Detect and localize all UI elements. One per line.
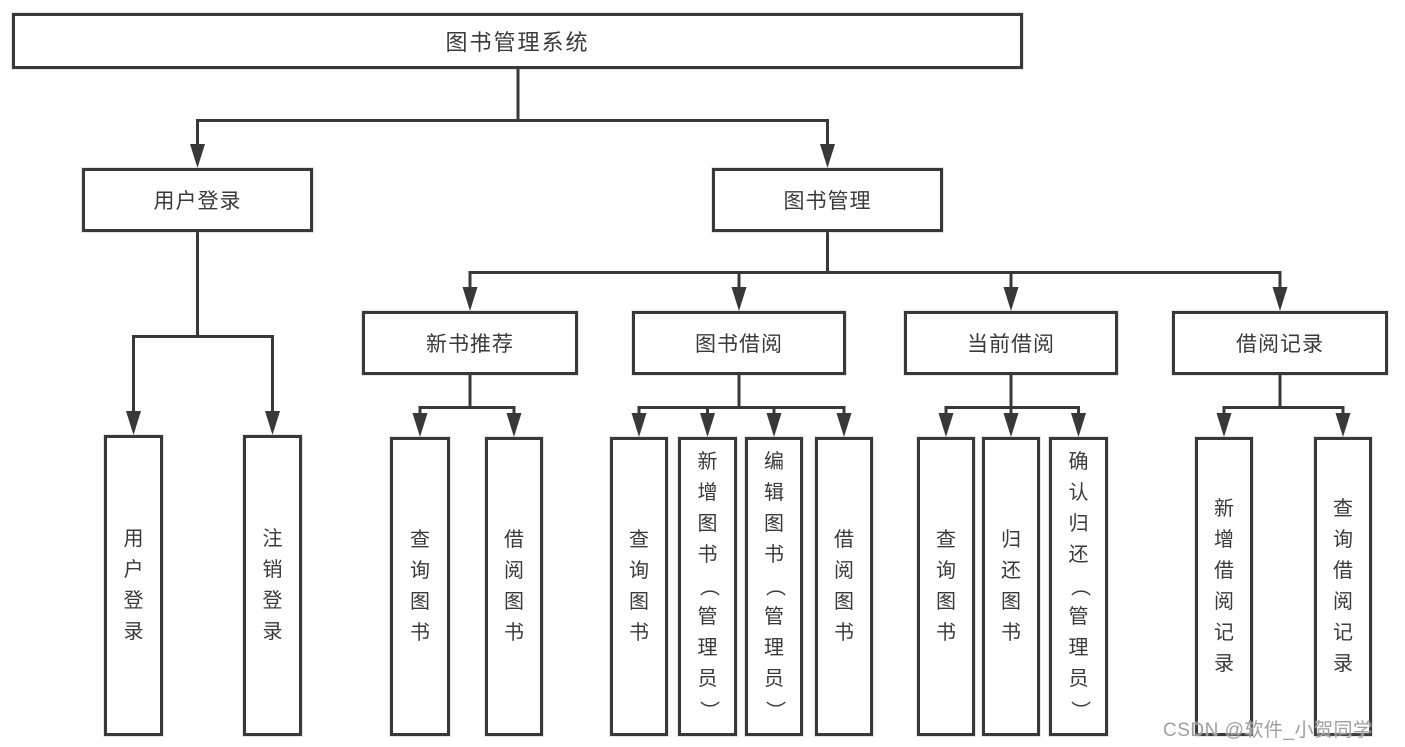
node-label: 查询图书 bbox=[629, 528, 649, 644]
node-label: 图书管理 bbox=[783, 190, 872, 213]
node-user-login: 用户登录 bbox=[82, 168, 313, 232]
node-label: 新增图书（管理员） bbox=[697, 451, 719, 721]
node-library-system: 图书管理系统 bbox=[12, 13, 1023, 69]
node-current-confirm-return-admin: 确认归还（管理员） bbox=[1049, 437, 1108, 736]
node-user-login-leaf: 用户登录 bbox=[104, 435, 163, 736]
arrowheads bbox=[126, 144, 1351, 437]
node-borrow-add-books-admin: 新增图书（管理员） bbox=[678, 437, 737, 736]
node-logout: 注销登录 bbox=[243, 435, 302, 736]
node-label: 注销登录 bbox=[262, 527, 283, 643]
node-current-borrowing: 当前借阅 bbox=[904, 311, 1118, 375]
node-label: 查询借阅记录 bbox=[1333, 497, 1353, 675]
node-label: 图书管理系统 bbox=[445, 30, 590, 55]
node-borrow-borrow-books: 借阅图书 bbox=[815, 437, 873, 736]
node-label: 当前借阅 bbox=[967, 333, 1055, 356]
node-label: 归还图书 bbox=[1001, 528, 1021, 644]
node-rec-borrow-books: 借阅图书 bbox=[485, 437, 543, 736]
node-records-add-record: 新增借阅记录 bbox=[1195, 437, 1253, 736]
watermark: CSDN @软件_小贺同学 bbox=[1163, 720, 1373, 741]
node-label: 用户登录 bbox=[153, 190, 242, 213]
node-label: 图书借阅 bbox=[695, 333, 783, 356]
node-current-query-books: 查询图书 bbox=[917, 437, 975, 736]
node-current-return-books: 归还图书 bbox=[982, 437, 1040, 736]
node-borrow-query-books: 查询图书 bbox=[610, 437, 668, 736]
node-rec-query-books: 查询图书 bbox=[390, 437, 450, 736]
node-book-management: 图书管理 bbox=[712, 168, 943, 232]
node-label: 确认归还（管理员） bbox=[1068, 451, 1090, 721]
node-label: 新书推荐 bbox=[426, 333, 514, 356]
node-label: 查询图书 bbox=[410, 528, 430, 644]
node-records-query-record: 查询借阅记录 bbox=[1314, 437, 1372, 736]
node-label: 借阅记录 bbox=[1236, 333, 1324, 356]
node-label: 用户登录 bbox=[123, 527, 144, 643]
node-label: 借阅图书 bbox=[834, 528, 854, 644]
node-label: 查询图书 bbox=[936, 528, 956, 644]
node-borrow-edit-books-admin: 编辑图书（管理员） bbox=[745, 437, 803, 736]
node-label: 借阅图书 bbox=[504, 528, 524, 644]
node-label: 编辑图书（管理员） bbox=[763, 451, 786, 721]
node-book-borrowing: 图书借阅 bbox=[632, 311, 846, 375]
node-new-book-recommendation: 新书推荐 bbox=[362, 311, 578, 375]
node-borrowing-records: 借阅记录 bbox=[1172, 311, 1388, 375]
node-label: 新增借阅记录 bbox=[1214, 497, 1234, 675]
